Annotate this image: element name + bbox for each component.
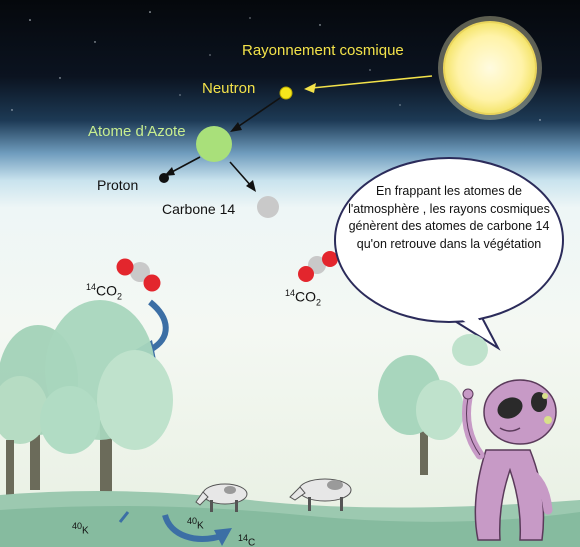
co2-formula-right: CO xyxy=(295,288,317,305)
co2-molecule-left xyxy=(116,258,161,292)
bottom-cycle-arrow xyxy=(118,511,232,546)
co2-subscript-left: 2 xyxy=(117,291,123,302)
carbon14-label: Carbone 14 xyxy=(162,201,236,217)
co2-mass-right: 14 xyxy=(285,288,296,298)
cow-icon-2 xyxy=(289,478,352,511)
proton-particle xyxy=(159,173,169,183)
ground-front xyxy=(0,506,580,547)
alien-icon xyxy=(462,379,557,541)
neutron-label: Neutron xyxy=(202,80,256,97)
cow-icon xyxy=(195,483,248,512)
speech-bubble xyxy=(334,157,564,351)
co2-formula-left: CO xyxy=(96,282,118,299)
co2-label-left: 14CO2 xyxy=(86,282,122,301)
carbon14-atom xyxy=(257,196,279,218)
neutron-particle xyxy=(279,86,293,100)
stars xyxy=(11,11,541,121)
co2-mass-left: 14 xyxy=(86,282,97,292)
isotope-label-c14: 14C xyxy=(238,533,256,547)
split-arrows xyxy=(164,156,256,192)
co2-subscript-right: 2 xyxy=(316,297,322,308)
co2-molecule-right xyxy=(298,251,338,282)
proton-label: Proton xyxy=(97,177,139,193)
isotope-label-k40-right: 40K xyxy=(187,516,204,532)
nitrogen-label: Atome d’Azote xyxy=(88,123,186,140)
isotope-label-k40-left: 40K xyxy=(72,521,89,537)
cosmic-ray-label: Rayonnement cosmique xyxy=(242,42,404,59)
speech-bubble-text: En frappant les atomes de l'atmosphère ,… xyxy=(348,184,550,251)
neutron-arrow xyxy=(230,97,281,132)
moon-icon xyxy=(438,16,542,120)
co2-label-right: 14CO2 xyxy=(285,288,321,307)
nitrogen-atom xyxy=(196,126,232,162)
cosmic-ray-arrow xyxy=(304,75,433,93)
tree-icon xyxy=(0,300,173,495)
tree-right xyxy=(378,334,488,475)
